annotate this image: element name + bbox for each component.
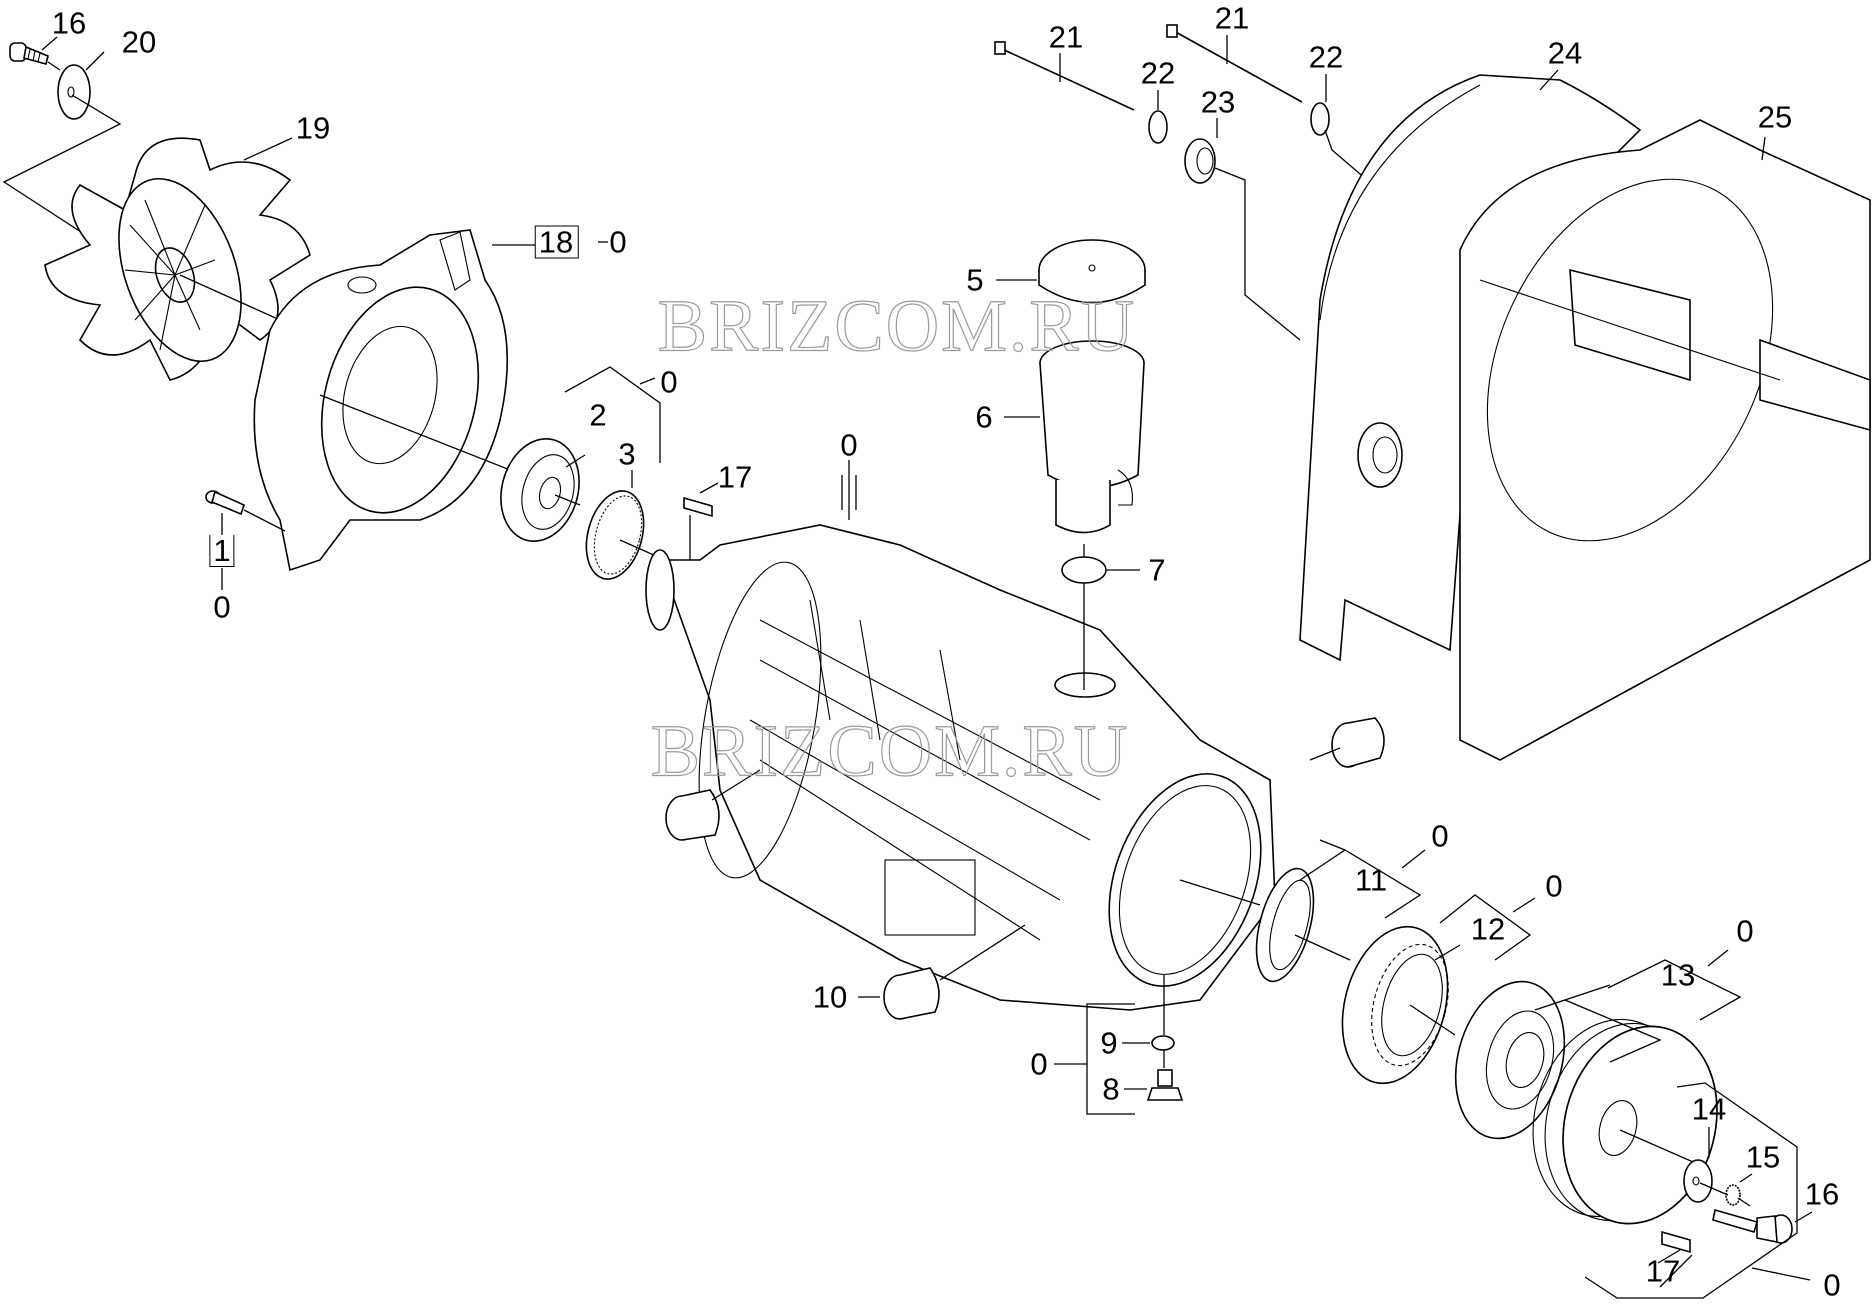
long-bolt-21-icon [994,24,1303,111]
bump-stop-10-icon [665,717,1385,1020]
callout-11[interactable]: 11 [1354,862,1388,898]
callout-23[interactable]: 23 [1200,84,1236,120]
crankcase-housing-icon [645,524,1276,1011]
callout-2-assembly[interactable]: 0 [660,364,678,400]
grommet-23-icon [1184,138,1216,184]
drain-plug-8-icon [1146,1069,1184,1101]
fan-19-icon [44,137,311,381]
callout-14[interactable]: 14 [1691,1091,1727,1127]
callout-12[interactable]: 12 [1470,911,1506,947]
callout-12-assembly[interactable]: 0 [1545,868,1563,904]
callout-housing-assembly[interactable]: 0 [840,427,858,463]
callout-25[interactable]: 25 [1757,99,1793,135]
watermark-top: BRIZCOM.RU [657,285,1137,368]
pulley-13-icon [1532,1018,1718,1225]
callout-7[interactable]: 7 [1148,552,1166,588]
callout-16b[interactable]: 16 [1804,1176,1840,1212]
callout-11-assembly[interactable]: 0 [1431,818,1449,854]
bearing-2-icon [500,438,580,542]
shaft-seal-11-icon [1255,867,1315,983]
filter-cup-6-icon [1039,340,1145,534]
callout-22b[interactable]: 22 [1308,39,1344,75]
callout-3[interactable]: 3 [618,436,636,472]
callout-24[interactable]: 24 [1547,35,1583,71]
callout-9[interactable]: 9 [1100,1025,1118,1061]
callout-8[interactable]: 8 [1102,1071,1120,1107]
key-17b-icon [1661,1230,1691,1254]
callout-5[interactable]: 5 [966,262,984,298]
callout-21a[interactable]: 21 [1048,19,1084,55]
callout-22a[interactable]: 22 [1140,55,1176,91]
callout-1-assembly[interactable]: 0 [213,589,231,625]
hub-13-icon [1454,980,1566,1140]
cap-5-icon [1038,239,1146,304]
callout-13[interactable]: 13 [1660,957,1696,993]
washer-14-icon [1683,1159,1713,1203]
callout-17b[interactable]: 17 [1645,1253,1681,1289]
callout-kit-assembly[interactable]: 0 [1823,1267,1841,1303]
ring-3-icon [585,490,645,580]
lock-washer-15-icon [1725,1184,1741,1206]
fan-housing-18-icon [253,229,509,572]
callout-10[interactable]: 10 [812,979,848,1015]
callout-19[interactable]: 19 [295,110,331,146]
callout-13-assembly[interactable]: 0 [1736,913,1754,949]
callout-1[interactable]: 1 [209,535,235,567]
watermark-middle: BRIZCOM.RU [650,710,1130,793]
washer-22-icon [1148,102,1330,144]
callout-18-assembly[interactable]: 0 [609,224,627,260]
callout-16[interactable]: 16 [51,5,87,41]
callout-6[interactable]: 6 [975,399,993,435]
pulley-housing-25-icon [1459,119,1871,761]
key-17-icon [683,496,713,518]
screw-1-icon [205,490,245,516]
washer-20-icon [57,64,91,120]
callout-21b[interactable]: 21 [1214,0,1250,36]
callout-2[interactable]: 2 [589,397,607,433]
bolt-16-icon [9,42,49,65]
callout-18[interactable]: 18 [534,225,580,259]
callout-20[interactable]: 20 [121,24,157,60]
callout-17[interactable]: 17 [717,459,753,495]
callout-8-9-assembly[interactable]: 0 [1030,1046,1048,1082]
o-ring-7-icon [1061,556,1107,584]
roller-bearing-12-icon [1341,925,1449,1085]
bolt-16b-icon [1712,1208,1793,1244]
seal-9-icon [1151,1035,1175,1051]
callout-15[interactable]: 15 [1745,1139,1781,1175]
